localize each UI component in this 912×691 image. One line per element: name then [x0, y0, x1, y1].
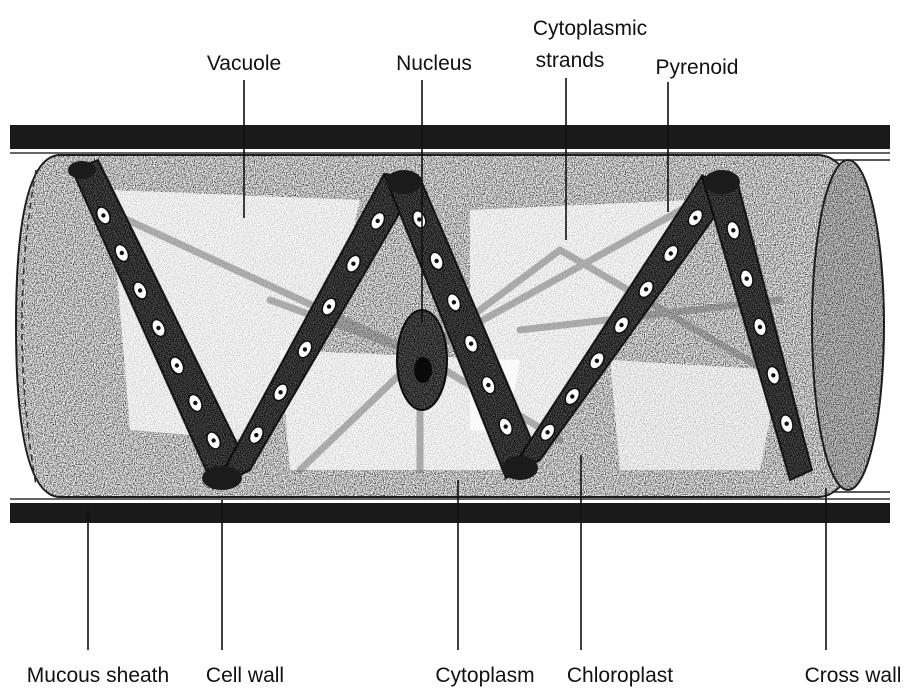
pyrenoid-center	[138, 288, 142, 292]
pyrenoid-center	[693, 216, 697, 220]
pyrenoid-center	[644, 287, 648, 291]
label-cytoplasm: Cytoplasm	[435, 664, 534, 687]
label-vacuole: Vacuole	[207, 52, 281, 75]
label-chloroplast: Chloroplast	[567, 664, 673, 687]
pyrenoid-center	[351, 262, 355, 266]
pyrenoid-center	[785, 422, 789, 426]
pyrenoid-center	[504, 424, 508, 428]
nucleus	[397, 310, 447, 410]
pyrenoid-center	[731, 228, 735, 232]
pyrenoid-center	[595, 359, 599, 363]
pyrenoid-center	[120, 251, 124, 255]
pyrenoid-center	[376, 219, 380, 223]
pyrenoid-center	[254, 433, 258, 437]
label-cell-wall: Cell wall	[206, 664, 284, 687]
label-nucleus: Nucleus	[396, 52, 472, 75]
pyrenoid-center	[452, 300, 456, 304]
pyrenoid-center	[101, 213, 105, 217]
pyrenoid-center	[486, 383, 490, 387]
pyrenoid-center	[156, 326, 160, 330]
label-cytoplasmic-strands-line1: Cytoplasmic	[533, 17, 647, 40]
nucleolus	[414, 357, 432, 383]
label-cytoplasmic-strands-line2: strands	[536, 49, 605, 72]
pyrenoid-center	[771, 373, 775, 377]
pyrenoid-center	[570, 394, 574, 398]
pyrenoid-center	[417, 217, 421, 221]
pyrenoid-center	[278, 390, 282, 394]
pyrenoid-center	[193, 401, 197, 405]
pyrenoid-center	[545, 430, 549, 434]
pyrenoid-center	[327, 304, 331, 308]
label-pyrenoid: Pyrenoid	[656, 56, 739, 79]
pyrenoid-center	[434, 259, 438, 263]
pyrenoid-center	[758, 325, 762, 329]
pyrenoid-center	[619, 323, 623, 327]
pyrenoid-center	[303, 347, 307, 351]
vacuole-region	[610, 360, 780, 470]
pyrenoid-center	[211, 438, 215, 442]
cross-wall	[812, 160, 890, 492]
pyrenoid-center	[669, 251, 673, 255]
label-mucous-sheath: Mucous sheath	[27, 664, 169, 687]
pyrenoid-center	[469, 342, 473, 346]
label-cross-wall: Cross wall	[805, 664, 902, 687]
pyrenoid-center	[745, 277, 749, 281]
pyrenoid-center	[175, 363, 179, 367]
